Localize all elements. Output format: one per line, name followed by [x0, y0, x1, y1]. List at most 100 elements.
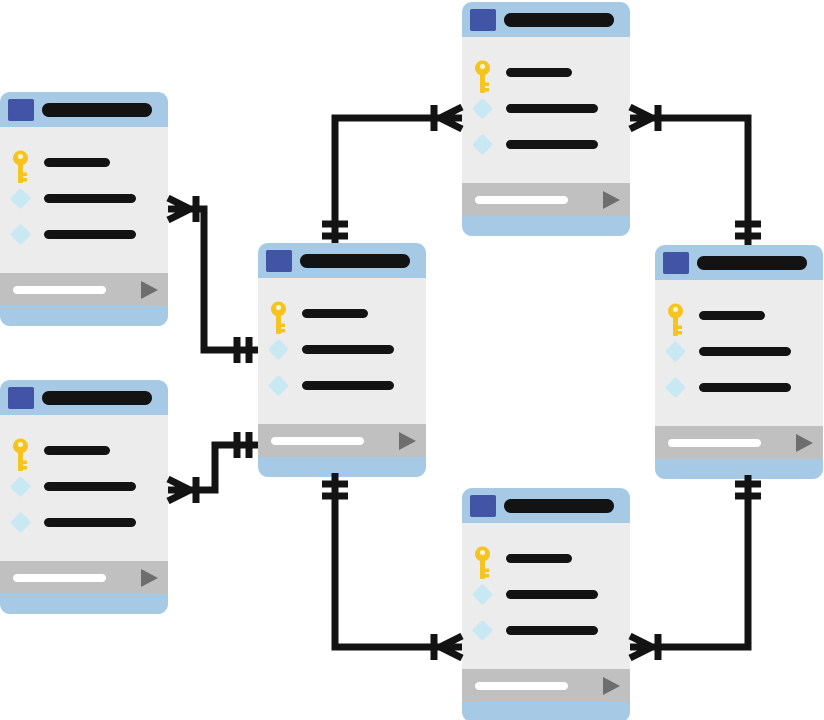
field-icon-cell: [4, 223, 36, 245]
relationship-c5[interactable]: [322, 473, 464, 662]
relationship-c1[interactable]: [166, 194, 258, 363]
field-placeholder-bar: [302, 344, 394, 354]
play-icon[interactable]: [603, 676, 620, 695]
header-square-icon: [470, 494, 496, 517]
header-square-icon: [470, 8, 496, 31]
field-icon-cell: [466, 619, 498, 641]
table-bottom-strip: [0, 306, 168, 326]
table-node-top-center[interactable]: [462, 2, 630, 236]
header-square-icon: [8, 386, 34, 409]
table-node-top-left[interactable]: [0, 92, 168, 326]
table-title-placeholder: [697, 255, 807, 270]
play-icon[interactable]: [603, 190, 620, 209]
table-body: [0, 127, 168, 273]
field-placeholder-bar: [506, 553, 572, 563]
edge-line: [652, 114, 752, 245]
key-icon: [12, 438, 28, 471]
footer-placeholder-bar: [271, 436, 364, 445]
crow-foot-many-marker: [628, 114, 654, 133]
field-placeholder-bar: [44, 193, 136, 203]
table-footer: [462, 183, 630, 216]
diamond-icon: [9, 187, 31, 209]
diamond-icon: [9, 475, 31, 497]
field-icon-cell: [659, 376, 691, 398]
field-placeholder-bar: [699, 382, 791, 392]
field-row: [262, 298, 426, 334]
crow-foot-many-marker: [628, 643, 654, 662]
diamond-icon: [471, 583, 493, 605]
field-icon-cell: [466, 536, 498, 580]
crow-foot-many-marker: [166, 486, 192, 505]
table-bottom-strip: [258, 457, 426, 477]
table-title-placeholder: [42, 390, 152, 405]
table-node-center[interactable]: [258, 243, 426, 477]
table-header: [462, 488, 630, 523]
table-node-bottom-center[interactable]: [462, 488, 630, 720]
field-icon-cell: [262, 291, 294, 335]
key-icon: [667, 303, 683, 336]
table-title-placeholder: [504, 12, 614, 27]
header-square-icon: [266, 249, 292, 272]
crow-foot-many-marker: [438, 643, 464, 662]
field-placeholder-bar: [506, 139, 598, 149]
header-square-icon: [663, 251, 689, 274]
field-row: [4, 183, 168, 213]
edge-line: [652, 475, 752, 651]
table-footer: [0, 273, 168, 306]
field-row: [659, 372, 823, 402]
play-icon[interactable]: [399, 431, 416, 450]
table-title-placeholder: [504, 498, 614, 513]
table-footer: [258, 424, 426, 457]
play-icon[interactable]: [141, 568, 158, 587]
table-body: [0, 415, 168, 561]
header-square-icon: [8, 98, 34, 121]
diamond-icon: [471, 133, 493, 155]
diamond-icon: [471, 97, 493, 119]
field-placeholder-bar: [506, 103, 598, 113]
field-icon-cell: [466, 133, 498, 155]
field-icon-cell: [4, 140, 36, 184]
field-row: [4, 507, 168, 537]
field-placeholder-bar: [506, 67, 572, 77]
field-row: [4, 471, 168, 501]
footer-placeholder-bar: [13, 285, 106, 294]
diamond-icon: [471, 619, 493, 641]
play-icon[interactable]: [796, 433, 813, 452]
relationship-c6[interactable]: [628, 475, 761, 662]
field-row: [659, 300, 823, 336]
field-placeholder-bar: [302, 380, 394, 390]
footer-placeholder-bar: [668, 438, 761, 447]
relationship-c3[interactable]: [322, 103, 464, 243]
table-body: [462, 523, 630, 669]
key-icon: [12, 150, 28, 183]
field-icon-cell: [262, 338, 294, 360]
diamond-icon: [267, 374, 289, 396]
footer-placeholder-bar: [475, 195, 568, 204]
table-title-placeholder: [300, 253, 410, 268]
table-node-right[interactable]: [655, 245, 823, 479]
key-icon: [474, 60, 490, 93]
field-row: [262, 370, 426, 400]
table-body: [462, 37, 630, 183]
field-row: [4, 147, 168, 183]
edge-line: [331, 114, 440, 243]
table-header: [0, 92, 168, 127]
field-placeholder-bar: [699, 310, 765, 320]
table-bottom-strip: [462, 702, 630, 720]
field-row: [4, 435, 168, 471]
field-icon-cell: [262, 374, 294, 396]
table-footer: [0, 561, 168, 594]
relationship-c4[interactable]: [628, 103, 761, 245]
table-body: [655, 280, 823, 426]
field-icon-cell: [4, 428, 36, 472]
table-node-bottom-left[interactable]: [0, 380, 168, 614]
play-icon[interactable]: [141, 280, 158, 299]
key-icon: [270, 301, 286, 334]
relationship-c2[interactable]: [166, 432, 258, 505]
key-icon: [474, 546, 490, 579]
field-icon-cell: [659, 340, 691, 362]
table-header: [462, 2, 630, 37]
field-row: [262, 334, 426, 364]
field-placeholder-bar: [699, 346, 791, 356]
